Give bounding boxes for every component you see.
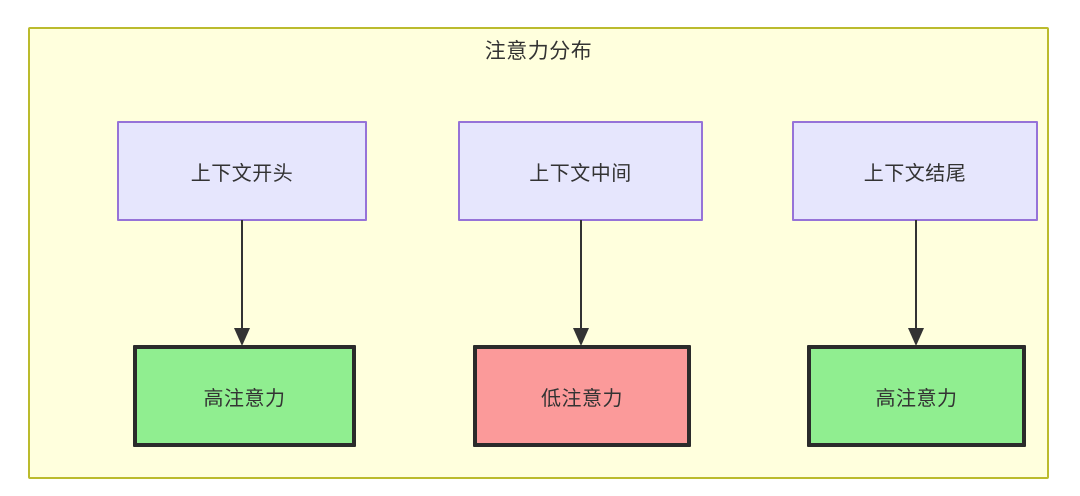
node-context-middle-label: 上下文中间 [529,162,632,185]
node-context-beginning[interactable]: 上下文开头 [117,121,367,221]
attention-distribution-subgraph: 注意力分布 上下文开头 上下文中间 上下文结尾 高注意力 低 [28,27,1049,479]
node-low-attention-middle-label: 低注意力 [541,387,623,410]
edge-beginning-to-high-attention [234,220,250,346]
node-context-end-label: 上下文结尾 [863,162,967,185]
node-high-attention-beginning[interactable]: 高注意力 [133,345,356,447]
subgraph-title: 注意力分布 [484,40,593,63]
node-high-attention-end-label: 高注意力 [875,387,958,410]
node-low-attention-middle[interactable]: 低注意力 [473,345,691,447]
node-high-attention-end[interactable]: 高注意力 [807,345,1026,447]
node-context-end[interactable]: 上下文结尾 [792,121,1038,221]
node-context-beginning-label: 上下文开头 [190,162,294,185]
node-high-attention-beginning-label: 高注意力 [203,387,286,410]
node-context-middle[interactable]: 上下文中间 [458,121,703,221]
edge-middle-to-low-attention [573,220,589,346]
edge-end-to-high-attention [908,220,924,346]
